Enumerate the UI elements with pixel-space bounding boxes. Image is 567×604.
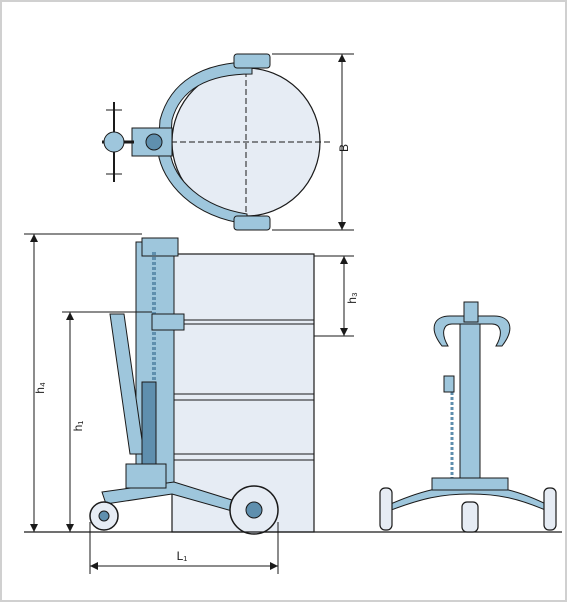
dim-h3-label: h₃ [345, 292, 359, 304]
dim-L1-label: L₁ [177, 549, 188, 563]
top-view: B [102, 53, 354, 231]
dim-h1-label: h₁ [71, 421, 85, 432]
front-handle-top [463, 301, 479, 323]
drum-clamp [151, 313, 185, 331]
side-view: h₄ h₁ h₃ L₁ [24, 233, 562, 574]
front-handle-loop [433, 315, 511, 347]
handle-assembly-top [102, 102, 173, 182]
front-center-wheel [461, 501, 479, 533]
dim-B-label: B [337, 144, 351, 152]
clamp-pad-top [233, 53, 271, 69]
front-side-bracket [443, 375, 455, 393]
dim-h4-label: h₄ [33, 382, 47, 394]
front-base-plate [431, 477, 509, 491]
clamp-pad-bottom [233, 215, 271, 231]
base-block [125, 463, 167, 489]
front-view [379, 301, 557, 533]
drum-body [171, 253, 315, 533]
front-mast [459, 323, 481, 485]
dim-h3-arrows [340, 256, 348, 336]
front-right-wheel [543, 487, 557, 531]
hydraulic-cylinder [141, 381, 157, 473]
mast-top-clamp [141, 237, 179, 257]
front-left-wheel [379, 487, 393, 531]
